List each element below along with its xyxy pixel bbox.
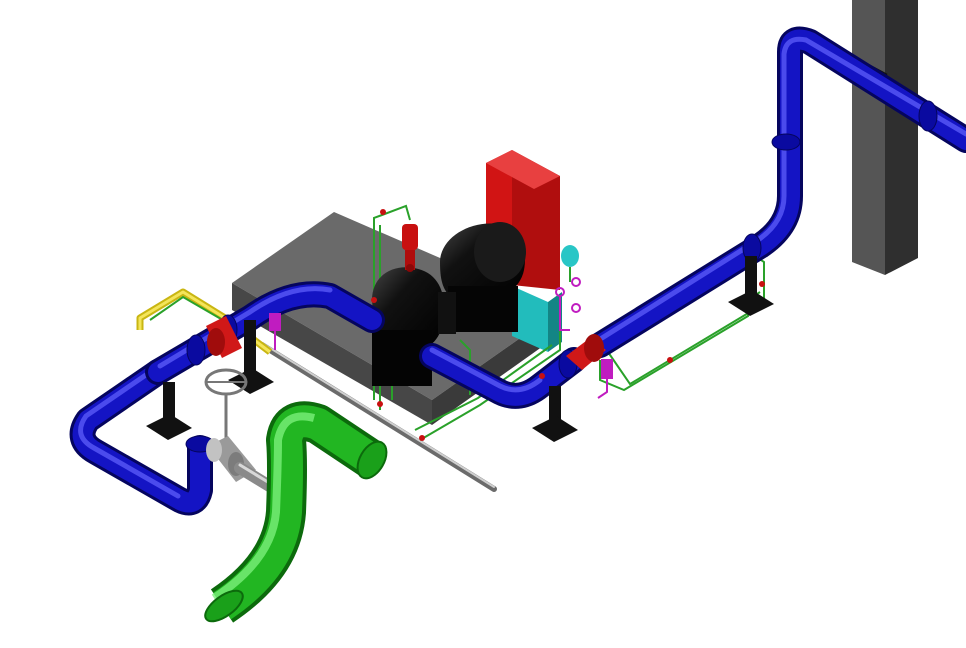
pressure-transmitter [269,313,281,350]
grey-drain-pipe [259,342,497,492]
relief-valve [402,224,418,272]
pump-coupling [438,292,456,334]
instrument-fitting [571,277,581,287]
pressure-transmitter [597,359,613,399]
pipe-support [532,386,578,442]
motor-foot [448,286,518,332]
check-valve-right [566,334,606,370]
steel-column [838,0,918,275]
pipe-supports [146,256,774,442]
pipe-support [146,382,192,440]
column-side-face [885,0,918,275]
panel-top-face [486,150,560,189]
motor-end-cover [474,222,526,282]
flange [186,334,206,366]
flange [771,133,801,151]
pump-baseplate [512,286,562,352]
pump [372,267,456,386]
motor [440,222,526,332]
instruments [269,277,613,399]
flange [918,100,938,132]
column-front-face [852,0,885,275]
process-pipe [69,26,966,516]
base-left-face [232,283,432,425]
check-valve-left [206,316,242,358]
tubing-fittings [371,209,765,441]
suction-pipe-end [356,440,388,480]
suction-pipe-end [204,589,244,623]
pipe-support [728,256,774,316]
suction-pipe [204,401,388,623]
instrument-fitting [571,303,581,313]
pressure-gauge [561,245,579,282]
